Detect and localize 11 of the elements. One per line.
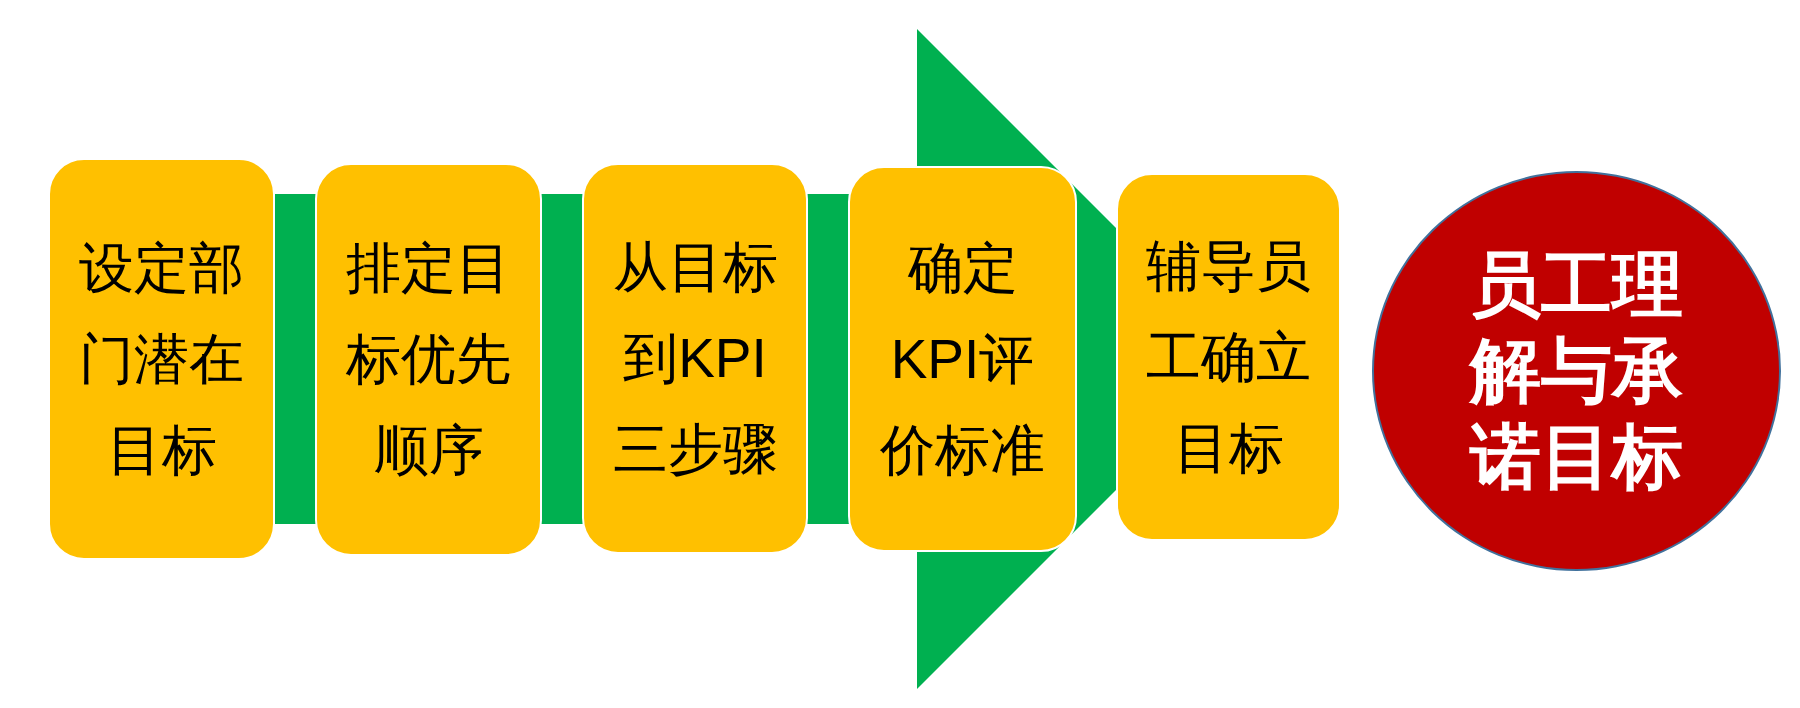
process-box [48, 158, 275, 560]
process-box [1116, 173, 1341, 541]
process-box [848, 166, 1077, 552]
box-text: 辅导员工确立目标 [1145, 233, 1312, 481]
circle-text: 员工理解与承诺目标 [1467, 244, 1684, 498]
box-text: 确定KPI评价标准 [879, 235, 1046, 483]
box-text: 从目标到KPI三步骤 [611, 235, 779, 482]
box-text: 排定目标优先顺序 [345, 236, 512, 483]
box-text: 设定部门潜在目标 [78, 235, 245, 483]
process-box [315, 163, 542, 556]
process-box [582, 163, 808, 554]
